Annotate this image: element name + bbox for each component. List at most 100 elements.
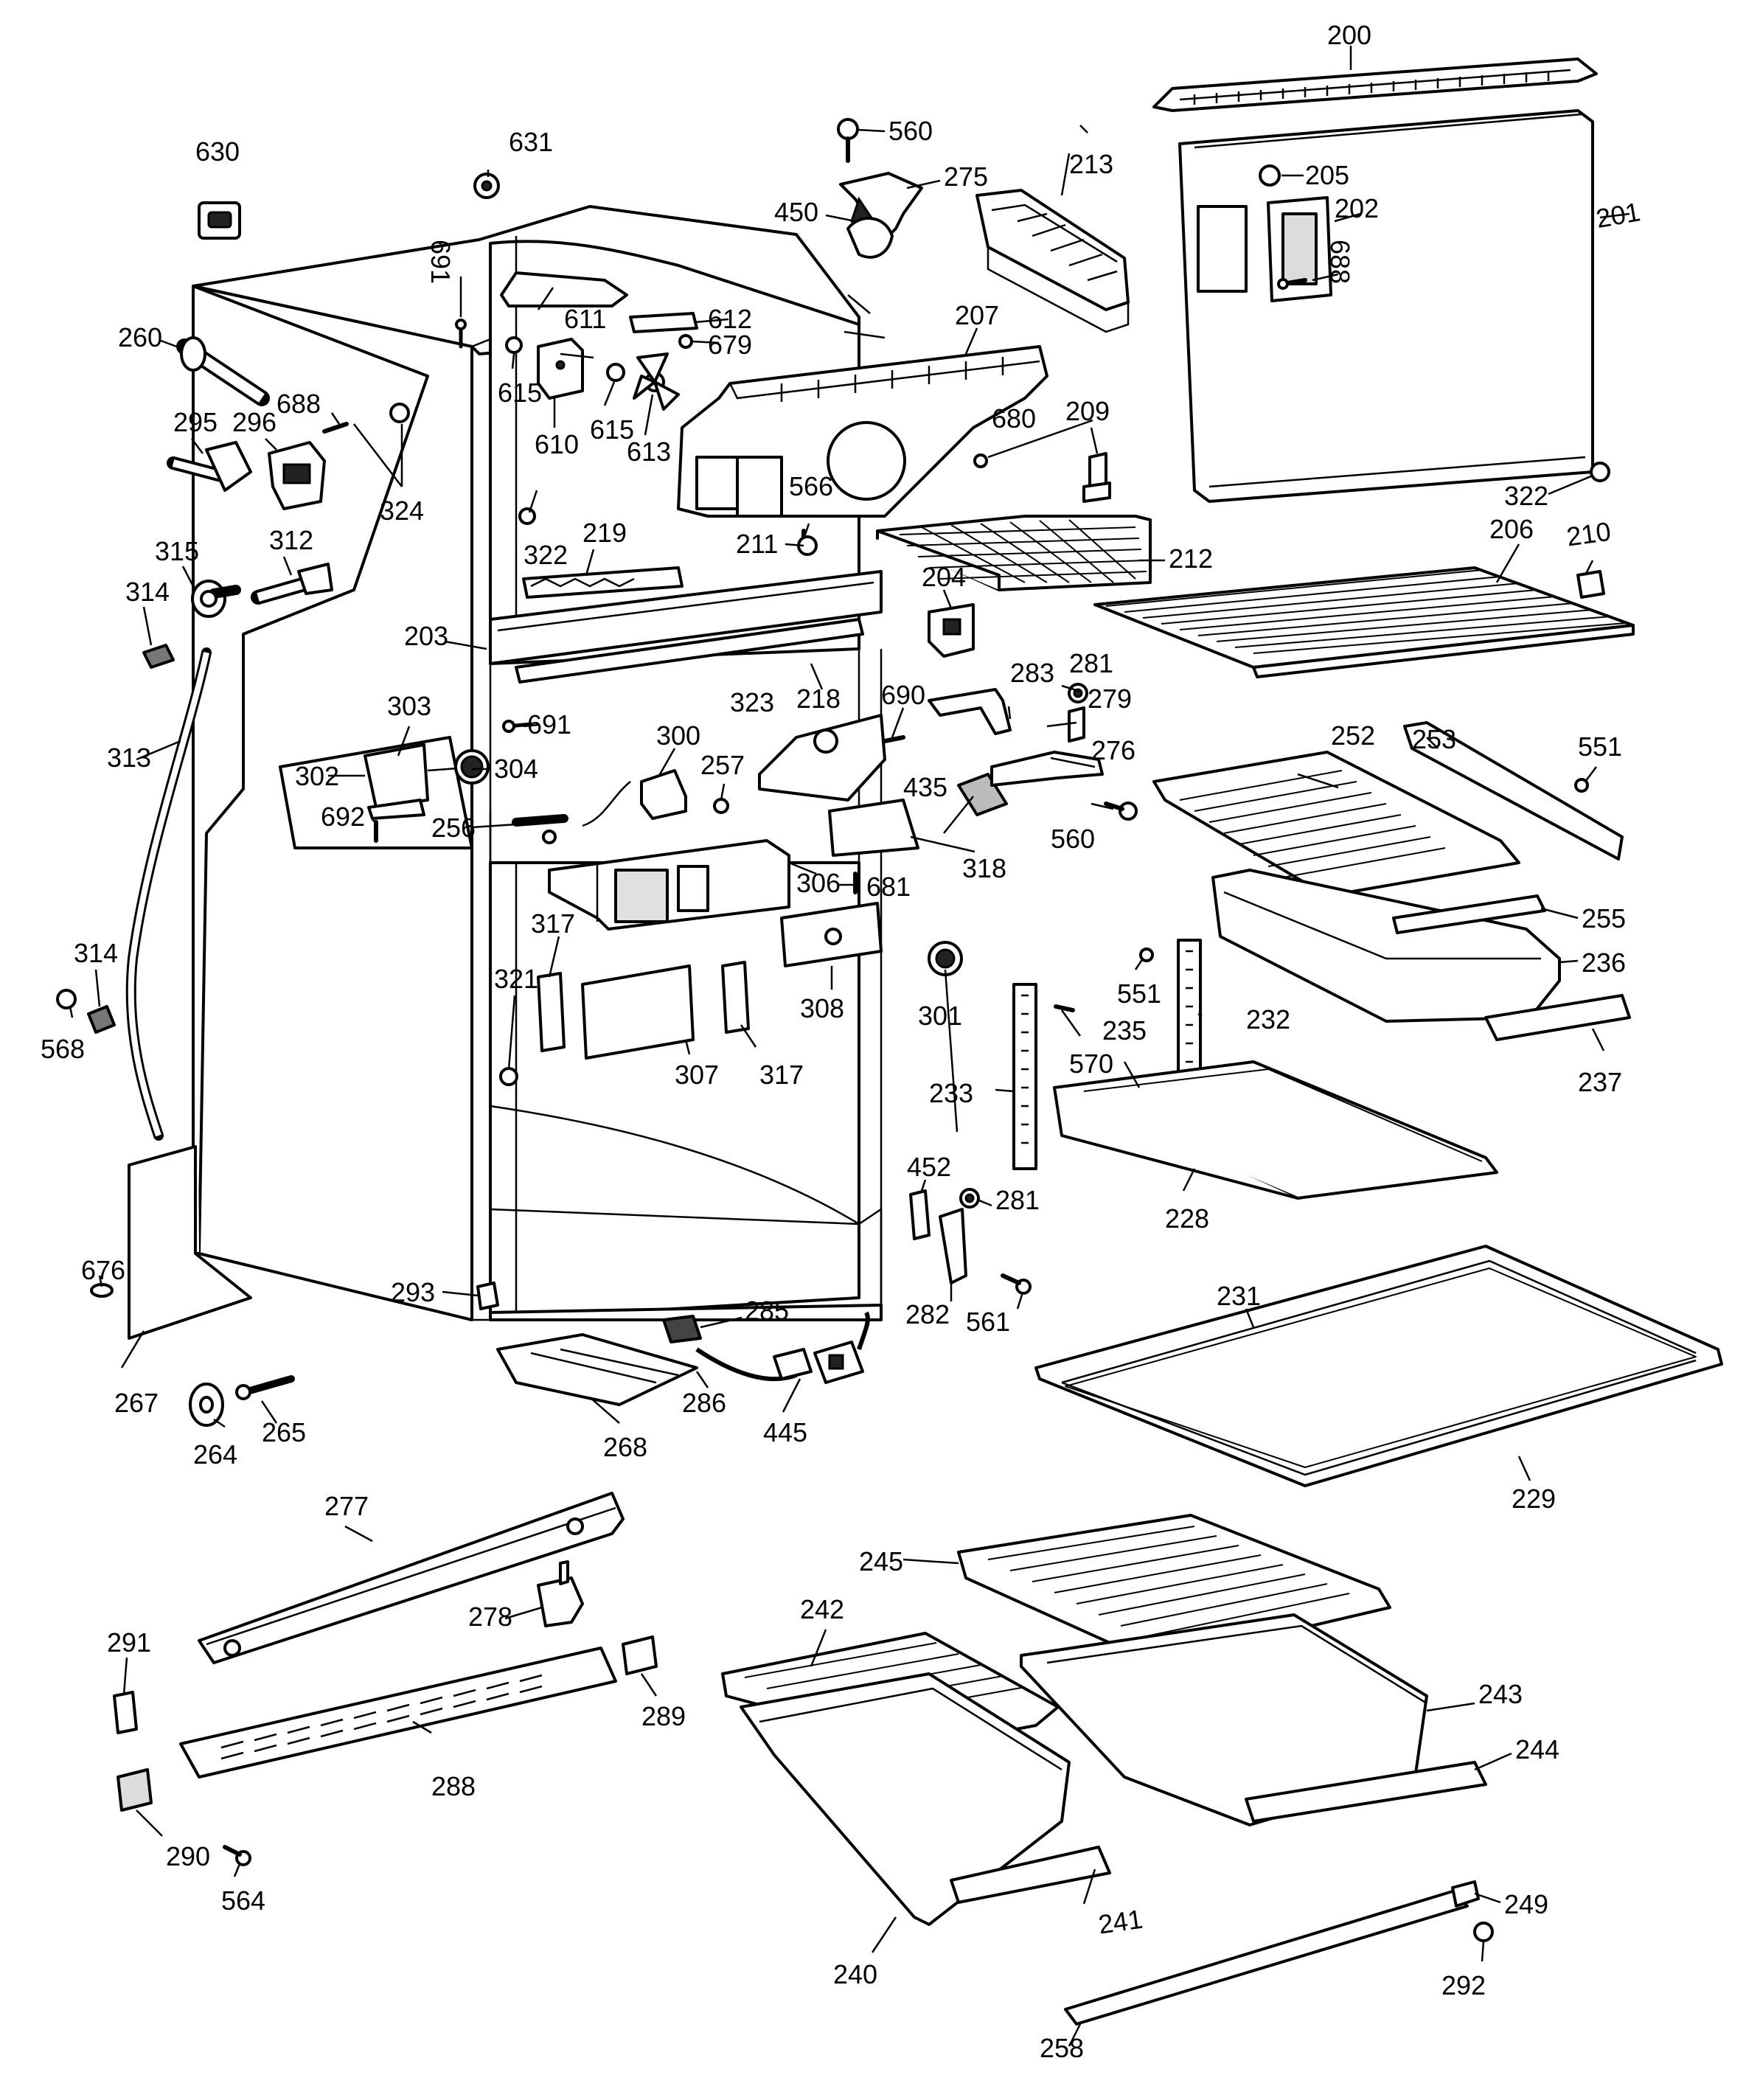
callout-281-top: 281: [1069, 648, 1113, 678]
callout-306: 306: [796, 868, 841, 898]
callout-281-bottom: 281: [995, 1185, 1040, 1215]
callout-260: 260: [118, 322, 162, 352]
part-241-handle: [950, 1846, 1111, 1904]
part-281-bottom: [959, 1188, 980, 1209]
callout-265: 265: [262, 1417, 306, 1447]
part-688-right: [1277, 278, 1307, 290]
callout-308: 308: [800, 993, 844, 1023]
callout-676: 676: [81, 1255, 125, 1285]
part-296: [268, 441, 326, 510]
part-295: [167, 441, 252, 492]
callout-236: 236: [1582, 948, 1626, 978]
part-205: [1259, 164, 1281, 187]
callout-322-left: 322: [524, 540, 568, 570]
callout-296: 296: [232, 407, 276, 437]
callout-630: 630: [195, 136, 240, 167]
callout-203: 203: [404, 621, 448, 651]
part-307: [581, 964, 695, 1060]
callout-450: 450: [774, 197, 818, 227]
callout-435: 435: [903, 772, 947, 802]
callout-245: 245: [859, 1546, 903, 1576]
part-315: [191, 580, 241, 618]
callout-690: 690: [881, 680, 925, 710]
callout-307: 307: [675, 1060, 719, 1090]
callout-218: 218: [796, 684, 841, 714]
callout-681: 681: [866, 872, 911, 902]
part-570: [1054, 1004, 1075, 1012]
callout-209: 209: [1065, 396, 1110, 426]
callout-302: 302: [295, 761, 339, 791]
callout-275: 275: [944, 161, 988, 192]
callout-283: 283: [1010, 658, 1054, 688]
part-445-connector: [773, 1311, 870, 1384]
part-243-drawer: [1020, 1613, 1428, 1826]
part-213-ice-tray: [975, 189, 1130, 333]
part-210: [1576, 570, 1605, 599]
part-219: [522, 566, 684, 599]
part-317-right: [721, 961, 750, 1034]
callout-276: 276: [1091, 735, 1135, 765]
part-268-drain-pan: [496, 1333, 698, 1406]
callout-233: 233: [929, 1078, 973, 1108]
part-564: [223, 1845, 251, 1866]
callout-615-left: 615: [498, 378, 542, 408]
part-612: [629, 312, 698, 333]
callout-207: 207: [955, 300, 999, 330]
part-318: [828, 799, 919, 857]
callout-691-bottom: 691: [527, 709, 571, 740]
drain-tube-313: [125, 647, 212, 1141]
callout-244: 244: [1515, 1734, 1559, 1765]
callout-322-right: 322: [1504, 481, 1548, 511]
callout-213: 213: [1069, 149, 1113, 179]
callout-323: 323: [730, 687, 774, 717]
part-690: [883, 735, 905, 743]
part-322-left: [518, 507, 536, 525]
part-561: [1001, 1273, 1032, 1295]
callout-264: 264: [193, 1439, 237, 1470]
back-panel-267: [128, 1145, 252, 1340]
callout-688-left: 688: [276, 389, 321, 419]
part-285: [662, 1315, 702, 1343]
part-212-evaporator: [876, 515, 1152, 591]
callout-292: 292: [1441, 1970, 1486, 2000]
callout-232: 232: [1246, 1004, 1290, 1035]
callout-566: 566: [789, 471, 833, 501]
callout-labels: 200 201 202 203 204 205 206 207 209 210 …: [41, 20, 1643, 2063]
callout-293: 293: [391, 1277, 435, 1307]
part-314-bottom: [87, 1005, 116, 1034]
part-688-left: [322, 422, 349, 434]
part-204: [928, 603, 975, 658]
part-279: [1068, 706, 1085, 743]
part-265: [235, 1375, 295, 1400]
callout-300: 300: [656, 720, 700, 751]
part-258: [1064, 1890, 1469, 2026]
part-306-control-box: [548, 839, 790, 931]
part-256: [512, 814, 568, 844]
part-312: [251, 563, 333, 605]
callout-445: 445: [763, 1417, 807, 1447]
callout-253: 253: [1412, 724, 1456, 754]
callout-679: 679: [708, 330, 752, 360]
callout-295: 295: [173, 407, 218, 437]
part-560-mid: [1104, 802, 1138, 821]
part-228-shelf: [1053, 1060, 1498, 1200]
callout-286: 286: [682, 1388, 726, 1418]
part-237: [1484, 994, 1631, 1041]
callout-252: 252: [1331, 720, 1375, 751]
callout-631: 631: [509, 127, 553, 157]
callout-255: 255: [1582, 903, 1626, 933]
callout-267: 267: [114, 1388, 159, 1418]
callout-243: 243: [1478, 1679, 1523, 1709]
part-278: [537, 1560, 584, 1627]
callout-240: 240: [833, 1959, 877, 1989]
callout-277: 277: [324, 1491, 369, 1521]
part-264: [189, 1383, 224, 1427]
callout-312: 312: [269, 525, 313, 555]
part-218: [515, 618, 864, 684]
part-303: [364, 743, 429, 820]
callout-551-mid: 551: [1117, 978, 1161, 1009]
part-610: [537, 338, 584, 400]
part-253: [1403, 721, 1624, 860]
part-232-ladder: [1177, 939, 1202, 1078]
part-322-right: [1590, 462, 1610, 482]
